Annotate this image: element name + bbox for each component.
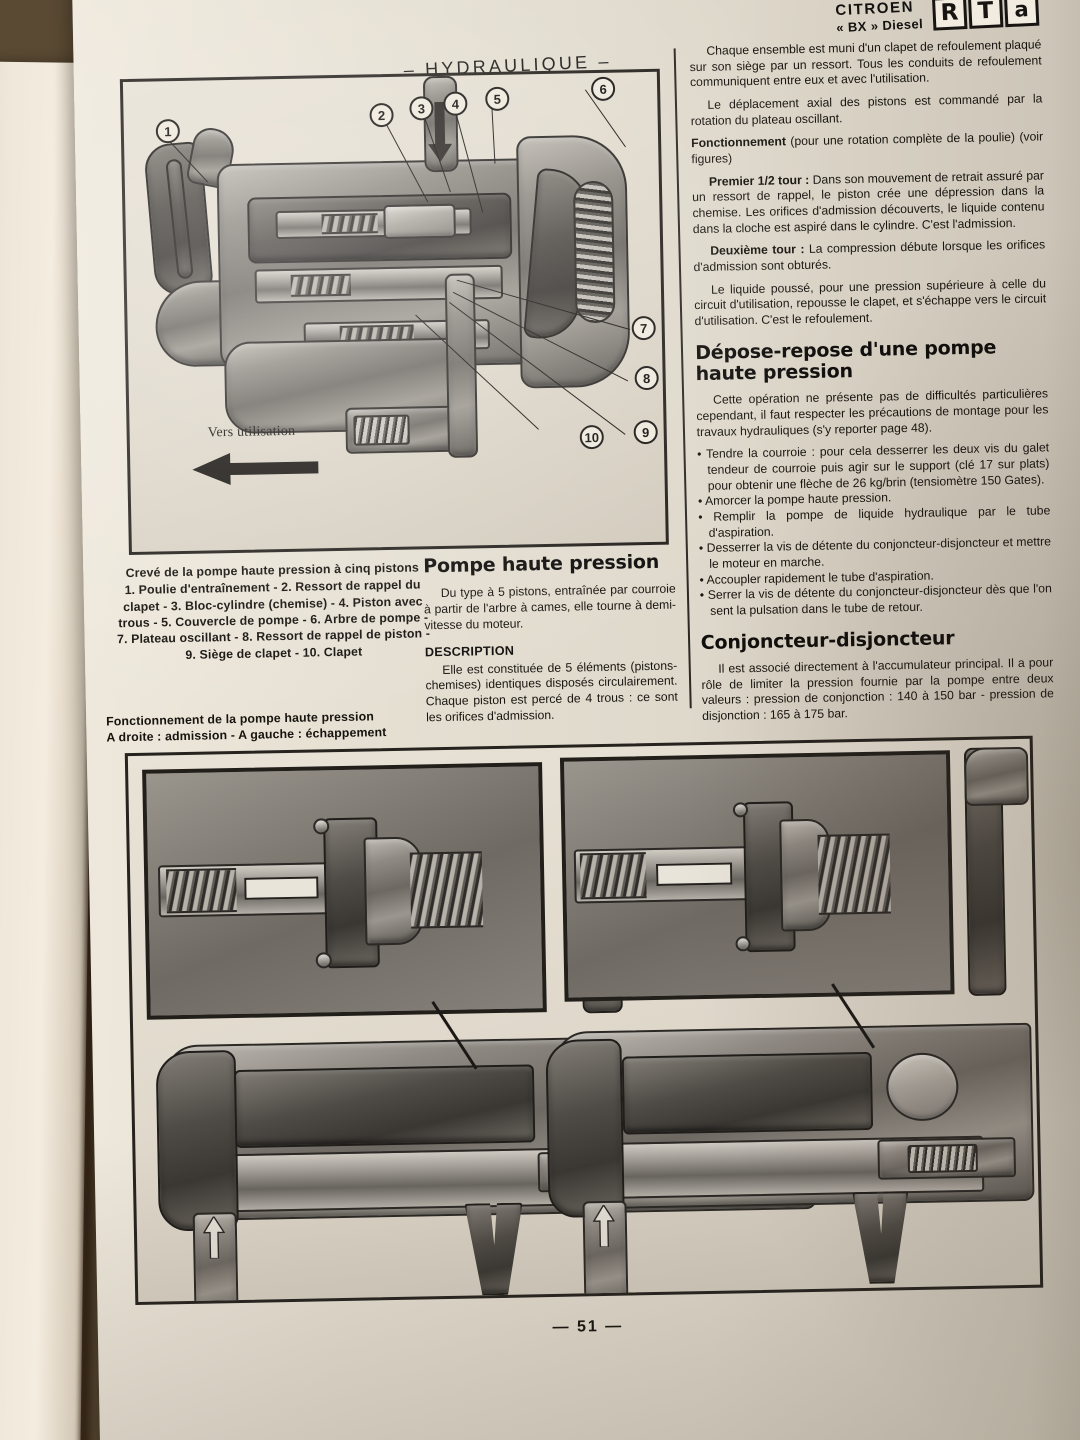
deuxieme-tour-paragraph: Deuxième tour : La compression débute lo… bbox=[693, 238, 1046, 276]
heading-conjoncteur-disjoncteur: Conjoncteur-disjoncteur bbox=[700, 626, 955, 654]
return-spring-mid bbox=[290, 273, 352, 297]
callout-1: 1 bbox=[155, 118, 181, 144]
rta-logo: R T a bbox=[931, 0, 1040, 31]
callout-2: 2 bbox=[369, 102, 394, 128]
right-para-3: Le liquide poussé, pour une pression sup… bbox=[694, 276, 1047, 329]
heading-depose-repose: Dépose-repose d'une pompe haute pression bbox=[694, 336, 997, 386]
right-fork-bracket bbox=[852, 1191, 910, 1284]
fonctionnement-lead: Fonctionnement bbox=[691, 134, 787, 151]
inset-right-valve-spring bbox=[817, 833, 891, 915]
right-adjuster-thread bbox=[907, 1143, 978, 1174]
depose-intro-paragraph: Cette opération ne présente pas de diffi… bbox=[696, 386, 1049, 439]
callout-7: 7 bbox=[631, 315, 656, 341]
left-housing-cavity bbox=[233, 1064, 536, 1149]
right-para-2: Le déplacement axial des pistons est com… bbox=[690, 91, 1043, 128]
premier-tour-lead: Premier 1/2 tour : bbox=[708, 172, 810, 189]
conjoncteur-paragraph: Il est associé directement à l'accumulat… bbox=[701, 655, 1054, 724]
inset-detail-left bbox=[142, 762, 547, 1020]
outlet-thread bbox=[353, 414, 410, 446]
depose-bullet-list: Tendre la courroie : pour cela desserrer… bbox=[697, 441, 1052, 620]
figure-top-caption-legend: 1. Poulie d'entraînement - 2. Ressort de… bbox=[116, 577, 431, 662]
inset-left-spring bbox=[166, 868, 237, 914]
callout-9: 9 bbox=[633, 419, 658, 445]
piston-upper bbox=[383, 203, 456, 240]
inset-left-flow-arrow bbox=[244, 876, 319, 900]
manual-page: CITROEN « BX » Diesel R T a – HYDRAULIQU… bbox=[72, 0, 1080, 1440]
depose-bullet-6: Serrer la vis de détente du conjoncteur-… bbox=[700, 582, 1053, 620]
page-number: — 51 — bbox=[552, 1317, 624, 1337]
left-fork-bracket bbox=[464, 1203, 524, 1296]
inset-right-spring bbox=[579, 852, 647, 900]
heading-description: DESCRIPTION bbox=[424, 643, 515, 659]
callout-10: 10 bbox=[579, 424, 605, 450]
right-text-column: Chaque ensemble est muni d'un clapet de … bbox=[689, 37, 1054, 731]
depose-bullet-1: Tendre la courroie : pour cela desserrer… bbox=[697, 441, 1050, 495]
outlet-flow-arrow-icon bbox=[192, 453, 319, 486]
section-pompe-haute-pression: Pompe haute pression Du type à 5 pistons… bbox=[423, 551, 678, 734]
callout-5: 5 bbox=[485, 86, 510, 112]
deuxieme-tour-lead: Deuxième tour : bbox=[710, 242, 805, 259]
inset-detail-right bbox=[559, 750, 955, 1002]
pompe-intro-paragraph: Du type à 5 pistons, entraînée par courr… bbox=[423, 581, 677, 633]
right-pipe-elbow bbox=[963, 746, 1029, 807]
callout-4: 4 bbox=[443, 91, 468, 116]
brand-text: CITROEN « BX » Diesel bbox=[835, 0, 923, 35]
column-divider-rule bbox=[673, 48, 692, 709]
heading-pompe-haute-pression: Pompe haute pression bbox=[423, 550, 660, 578]
right-housing-cavity bbox=[621, 1051, 874, 1135]
right-para-1: Chaque ensemble est muni d'un clapet de … bbox=[689, 37, 1042, 90]
brand-block: CITROEN « BX » Diesel R T a bbox=[835, 0, 1040, 35]
figure-bottom-caption: Fonctionnement de la pompe haute pressio… bbox=[106, 707, 437, 746]
figure-pump-operation bbox=[124, 735, 1044, 1306]
brand-model: « BX » Diesel bbox=[836, 15, 924, 35]
bearing-race bbox=[572, 180, 616, 324]
right-tube-flow-arrow-icon bbox=[592, 1204, 616, 1248]
inset-left-valve-spring bbox=[409, 851, 484, 929]
left-pulley bbox=[155, 1050, 239, 1232]
inset-right-flow-arrow bbox=[656, 862, 733, 886]
description-paragraph: Elle est constituée de 5 éléments (pisto… bbox=[425, 658, 678, 725]
figure-top-caption: Crevé de la pompe haute pression à cinq … bbox=[111, 559, 435, 664]
callout-6: 6 bbox=[590, 76, 616, 102]
right-pulley bbox=[545, 1038, 625, 1219]
premier-tour-paragraph: Premier 1/2 tour : Dans son mouvement de… bbox=[692, 168, 1045, 237]
return-spring-upper bbox=[321, 213, 378, 235]
outlet-flow-label: Vers utilisation bbox=[207, 423, 296, 441]
fonctionnement-paragraph: Fonctionnement (pour une rotation complè… bbox=[691, 130, 1044, 168]
left-tube-flow-arrow-icon bbox=[202, 1216, 226, 1259]
rta-logo-letter-t: T bbox=[967, 0, 1004, 29]
callout-8: 8 bbox=[634, 365, 659, 391]
rta-logo-letter-r: R bbox=[931, 0, 968, 31]
figure-cutaway-pump: Vers utilisation 1 2 3 4 bbox=[119, 68, 669, 556]
rta-logo-letter-a: a bbox=[1003, 0, 1040, 28]
